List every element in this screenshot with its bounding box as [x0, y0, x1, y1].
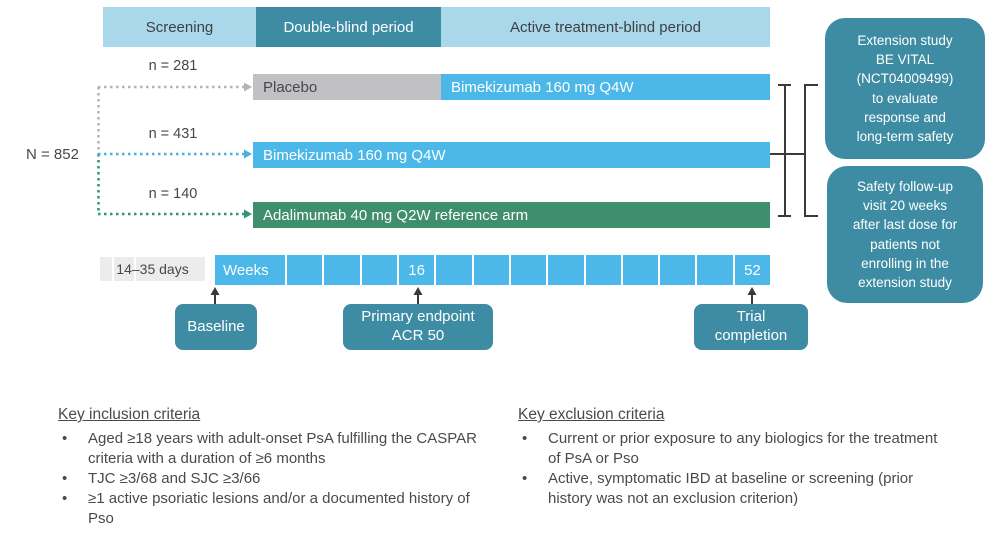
exclusion-item: • Current or prior exposure to any biolo… [518, 429, 946, 469]
safety-followup-line: after last dose for [852, 217, 958, 233]
trial-completion-line: Trial [736, 308, 766, 326]
screening-bar-segment [114, 257, 134, 281]
trial-completion-line: completion [714, 327, 788, 344]
safety-followup-line: patients not [870, 236, 940, 252]
inclusion-item: • Aged ≥18 years with adult-onset PsA fu… [58, 429, 480, 469]
arm1-bimekizumab-segment: Bimekizumab 160 mg Q4W [441, 74, 770, 100]
extension-study-line: (NCT04009499) [856, 71, 954, 87]
screening-bar-segment [136, 257, 205, 281]
safety-followup-line: Safety follow-up [856, 179, 954, 195]
screening-duration-label: 14–35 days [116, 261, 189, 277]
exclusion-item-text: Active, symptomatic IBD at baseline or s… [548, 469, 914, 507]
week-cell [510, 255, 547, 285]
arm2-bimekizumab-segment: Bimekizumab 160 mg Q4W [253, 142, 770, 168]
period-header: Screening Double-blind period Active tre… [103, 7, 770, 47]
arm3-adalimumab-segment: Adalimumab 40 mg Q2W reference arm [253, 202, 770, 228]
week-cell [622, 255, 659, 285]
weeks-bar: Weeks 16 52 [215, 255, 771, 285]
header-double-blind-label: Double-blind period [283, 18, 414, 36]
week-cell [436, 255, 472, 285]
extension-study-line: BE VITAL [875, 52, 935, 68]
arm2-bimekizumab-label: Bimekizumab 160 mg Q4W [263, 146, 446, 164]
arm1-placebo-label: Placebo [263, 78, 318, 96]
primary-endpoint-line: ACR 50 [391, 327, 445, 344]
header-screening: Screening [103, 7, 256, 47]
arm3-n-label: n = 140 [148, 186, 198, 202]
week-cell-52: 52 [734, 255, 771, 285]
arm3-adalimumab-label: Adalimumab 40 mg Q2W reference arm [263, 206, 529, 224]
inclusion-item-text: ≥1 active psoriatic lesions and/or a doc… [88, 489, 470, 527]
extension-study-line: to evaluate [871, 90, 939, 106]
inclusion-criteria-title: Key inclusion criteria [58, 406, 201, 423]
week-cell [361, 255, 397, 285]
safety-followup-line: visit 20 weeks [862, 198, 948, 214]
exclusion-item: • Active, symptomatic IBD at baseline or… [518, 469, 946, 509]
extension-study-box: Extension study BE VITAL (NCT04009499) t… [825, 18, 985, 159]
safety-followup-line: enrolling in the [861, 255, 949, 271]
week-cell [324, 255, 360, 285]
exclusion-criteria: Key exclusion criteria • Current or prio… [518, 406, 946, 509]
safety-followup-box: Safety follow-up visit 20 weeks after la… [827, 166, 983, 303]
header-active-treatment-label: Active treatment-blind period [510, 18, 701, 36]
bullet-icon: • [62, 489, 68, 507]
total-n-label: N = 852 [26, 146, 79, 163]
inclusion-item-text: TJC ≥3/68 and SJC ≥3/66 [88, 469, 261, 487]
arm1-placebo-segment: Placebo [253, 74, 441, 100]
inclusion-item-text: Aged ≥18 years with adult-onset PsA fulf… [88, 430, 477, 467]
bullet-icon: • [62, 430, 68, 447]
header-active-treatment: Active treatment-blind period [441, 7, 770, 47]
grouping-bracket [770, 84, 818, 217]
extension-study-line: response and [864, 109, 946, 125]
weeks-label-cell: Weeks [215, 255, 285, 285]
exclusion-criteria-title: Key exclusion criteria [518, 406, 665, 423]
arm1-n-label: n = 281 [148, 58, 198, 74]
screening-bar-segment [100, 257, 112, 281]
inclusion-item: • TJC ≥3/68 and SJC ≥3/66 [58, 469, 480, 489]
week-cell [585, 255, 621, 285]
week-cell [697, 255, 733, 285]
trial-completion-callout: Trial completion [694, 304, 808, 350]
arm1-bar: Placebo Bimekizumab 160 mg Q4W [253, 74, 770, 100]
inclusion-criteria: Key inclusion criteria • Aged ≥18 years … [58, 406, 480, 529]
header-double-blind: Double-blind period [256, 7, 441, 47]
arm1-bimekizumab-label: Bimekizumab 160 mg Q4W [451, 78, 634, 96]
week-cell [548, 255, 584, 285]
arm2-n-label: n = 431 [148, 126, 198, 142]
inclusion-item: • ≥1 active psoriatic lesions and/or a d… [58, 489, 480, 529]
primary-endpoint-callout: Primary endpoint ACR 50 [343, 304, 493, 350]
bullet-icon: • [62, 469, 68, 487]
baseline-callout: Baseline [175, 304, 257, 350]
extension-study-line: long-term safety [856, 128, 954, 144]
primary-endpoint-line: Primary endpoint [361, 308, 475, 326]
arm2-bar: Bimekizumab 160 mg Q4W [253, 142, 770, 168]
baseline-callout-label: Baseline [187, 317, 245, 335]
arm3-bar: Adalimumab 40 mg Q2W reference arm [253, 202, 770, 228]
week-cell [287, 255, 323, 285]
extension-study-line: Extension study [857, 33, 953, 49]
screening-duration-bar [100, 257, 205, 281]
bullet-icon: • [522, 469, 528, 487]
week-cell-16: 16 [398, 255, 435, 285]
bullet-icon: • [522, 430, 528, 447]
safety-followup-line: extension study [858, 274, 952, 290]
header-screening-label: Screening [145, 18, 214, 36]
week-cell [660, 255, 696, 285]
week-cell [473, 255, 509, 285]
exclusion-item-text: Current or prior exposure to any biologi… [548, 430, 938, 467]
timeline-arrows [210, 287, 757, 304]
